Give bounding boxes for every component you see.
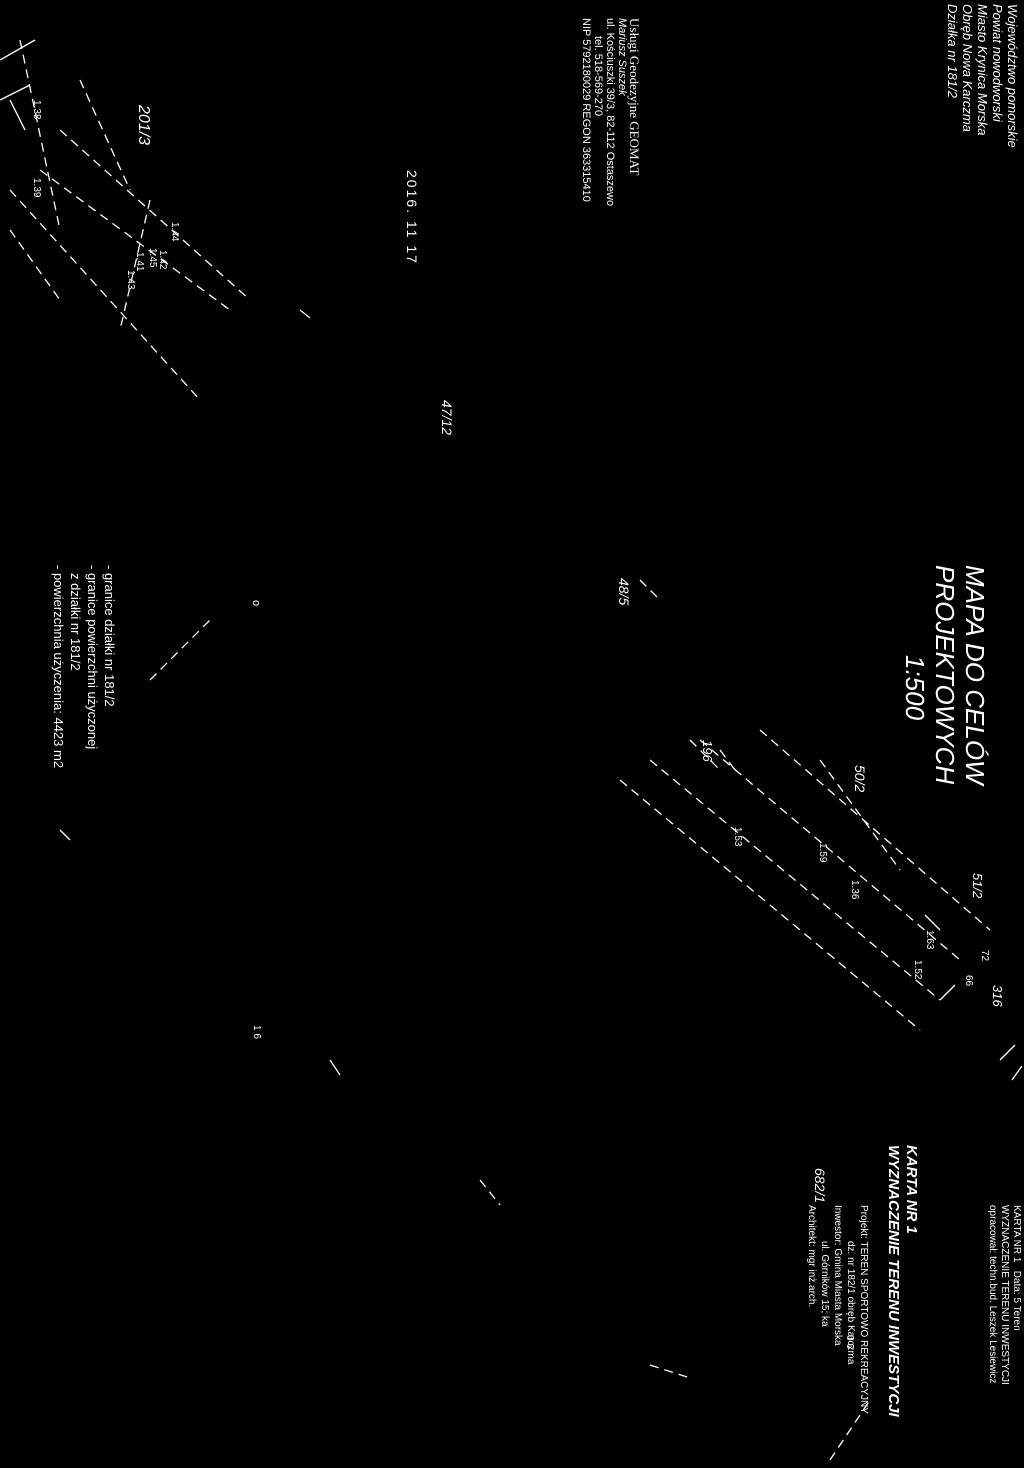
boundary-line <box>699 739 961 961</box>
company-nip: NIP 5792180029 REGON 363315410 <box>580 18 592 202</box>
point-label: 1.53 <box>732 827 743 847</box>
location-line: Miasto Krynica Morska <box>975 4 990 136</box>
boundary-line <box>924 914 941 931</box>
parcel-number: 48/5 <box>616 578 632 606</box>
boundary-line <box>299 309 311 319</box>
location-line: Obręb Nowa Karczma <box>960 4 975 132</box>
boundary-line <box>619 779 921 1031</box>
boundary-line <box>9 229 61 301</box>
legend-item: - granice powierzchni użyczonej <box>85 565 100 750</box>
boundary-line <box>329 1059 341 1076</box>
point-label: 1.59 <box>817 843 828 863</box>
title-line-2: PROJEKTOWYCH <box>930 565 960 785</box>
architect-value: mgr inż.arch. <box>806 1249 817 1308</box>
parcel-number: 316 <box>990 985 1005 1007</box>
map-title: MAPA DO CELÓW PROJEKTOWYCH 1:500 <box>900 565 990 785</box>
location-line: Województwo pomorskie <box>1005 4 1020 148</box>
point-label: 1.42 <box>157 250 168 270</box>
parcel-number: 47/12 <box>439 400 455 436</box>
boundary-line <box>0 39 36 61</box>
boundary-line <box>759 729 991 931</box>
card-investor: Inwestor: Gmina Miasta Morska <box>831 1205 844 1414</box>
parcel-number: 201/3 <box>135 105 152 146</box>
boundary-line <box>639 579 661 601</box>
boundary-line <box>39 169 231 311</box>
parcel-number: 682/1 <box>812 1168 828 1204</box>
boundary-line <box>19 39 61 231</box>
point-label: 1.44 <box>169 222 180 242</box>
card-investor-line2: ul. Górników 15; ka <box>819 1241 830 1327</box>
project-value: TEREN SPORTOWO REKREACYJNY <box>858 1241 869 1414</box>
point-label: 1.43 <box>125 270 136 290</box>
card-no: 1 <box>1011 1256 1022 1263</box>
boundary-line <box>119 199 151 331</box>
location-block: Województwo pomorskie Powiat nowodworski… <box>945 4 1020 148</box>
card-footer-line: WYZNACZENIE TERENU INWESTYCJI <box>999 1205 1010 1385</box>
card-no-label: KARTA NR <box>1011 1205 1022 1255</box>
boundary-line <box>999 1044 1016 1061</box>
boundary-line <box>819 759 901 871</box>
card-prepared: opracował: techn.bud. Leszek Lesiewicz <box>987 1205 998 1384</box>
investor-label: Inwestor: <box>832 1205 843 1246</box>
boundary-line <box>939 984 956 1001</box>
architect-label: Architekt: <box>806 1205 817 1247</box>
legend-item: - granice działki nr 181/2 <box>102 565 117 707</box>
card-architect: Architekt: mgr inż.arch. <box>805 1205 818 1414</box>
point-label: 1.39 <box>31 178 42 198</box>
boundary-line <box>649 1364 691 1379</box>
card-project: Projekt: TEREN SPORTOWO REKREACYJNY <box>857 1205 870 1414</box>
point-label: 1.36 <box>849 880 860 900</box>
legend: - granice działki nr 181/2 - granice pow… <box>50 565 118 768</box>
location-line: Działka nr 181/2 <box>945 4 960 98</box>
card-no-row: KARTA NR 1 Data: 5 Teren <box>1010 1205 1022 1385</box>
point-label: 1.52 <box>912 960 923 980</box>
point-label: 1.41 <box>134 252 145 272</box>
investor-value: Gmina Miasta Morska <box>832 1248 843 1346</box>
boundary-line <box>0 84 31 101</box>
point-label: 1.63 <box>924 930 935 950</box>
parcel-number: 196 <box>700 740 715 762</box>
point-label: 72 <box>979 950 990 962</box>
title-scale: 1:500 <box>900 655 930 721</box>
boundary-line <box>59 829 71 841</box>
boundary-line <box>689 739 721 771</box>
boundary-line <box>479 1179 501 1206</box>
date-label: Data: <box>1011 1270 1022 1295</box>
company-block: Usługi Geodezyjne GEOMAT Mariusz Suszek … <box>580 18 642 207</box>
boundary-line <box>149 619 211 681</box>
boundary-line <box>9 99 26 131</box>
company-address: ul. Kościuszki 39/3, 82-112 Ostaszewo <box>604 18 616 207</box>
date-stamp: 2016. 11 17 <box>404 170 420 265</box>
boundary-line <box>649 759 941 1001</box>
card-title: KARTA NR 1 WYZNACZENIE TERENU INWESTYCJI <box>884 1145 920 1417</box>
boundary-line <box>9 189 201 401</box>
boundary-line <box>1011 1065 1023 1081</box>
card-footer: KARTA NR 1 Data: 5 Teren WYZNACZENIE TER… <box>986 1205 1022 1385</box>
map-mark: o <box>250 600 262 607</box>
company-name: Usługi Geodezyjne GEOMAT <box>627 18 642 176</box>
map-mark: 1 6 <box>251 1025 262 1039</box>
title-line-1: MAPA DO CELÓW <box>960 565 990 785</box>
card-details: Projekt: TEREN SPORTOWO REKREACYJNY dz. … <box>805 1205 870 1414</box>
point-label: 1.45 <box>147 248 158 268</box>
card-title-line-1: KARTA NR 1 <box>903 1145 920 1234</box>
parcel-number: 51/2 <box>970 873 985 899</box>
footer-right: Teren <box>1011 1305 1022 1331</box>
project-label: Projekt: <box>858 1205 869 1239</box>
legend-item: z działki nr 181/2 <box>68 573 83 671</box>
boundary-line <box>59 129 251 301</box>
boundary-line <box>829 1399 871 1461</box>
company-phone: tel. 518-569-270 <box>592 36 604 117</box>
card-project-line2: dz. nr 182/1 obręb Karczma <box>845 1241 856 1365</box>
point-label: 66 <box>963 975 974 987</box>
boundary-line <box>719 749 736 771</box>
parcel-number: 50/2 <box>852 765 868 793</box>
legend-item: - powierzchnia użyczenia: 4423 m2 <box>51 565 66 769</box>
point-label: 1.38 <box>31 100 42 120</box>
card-title-line-2: WYZNACZENIE TERENU INWESTYCJI <box>885 1145 902 1417</box>
date-value: 5 <box>1011 1297 1022 1304</box>
boundary-line <box>79 79 131 191</box>
location-line: Powiat nowodworski <box>990 4 1005 122</box>
